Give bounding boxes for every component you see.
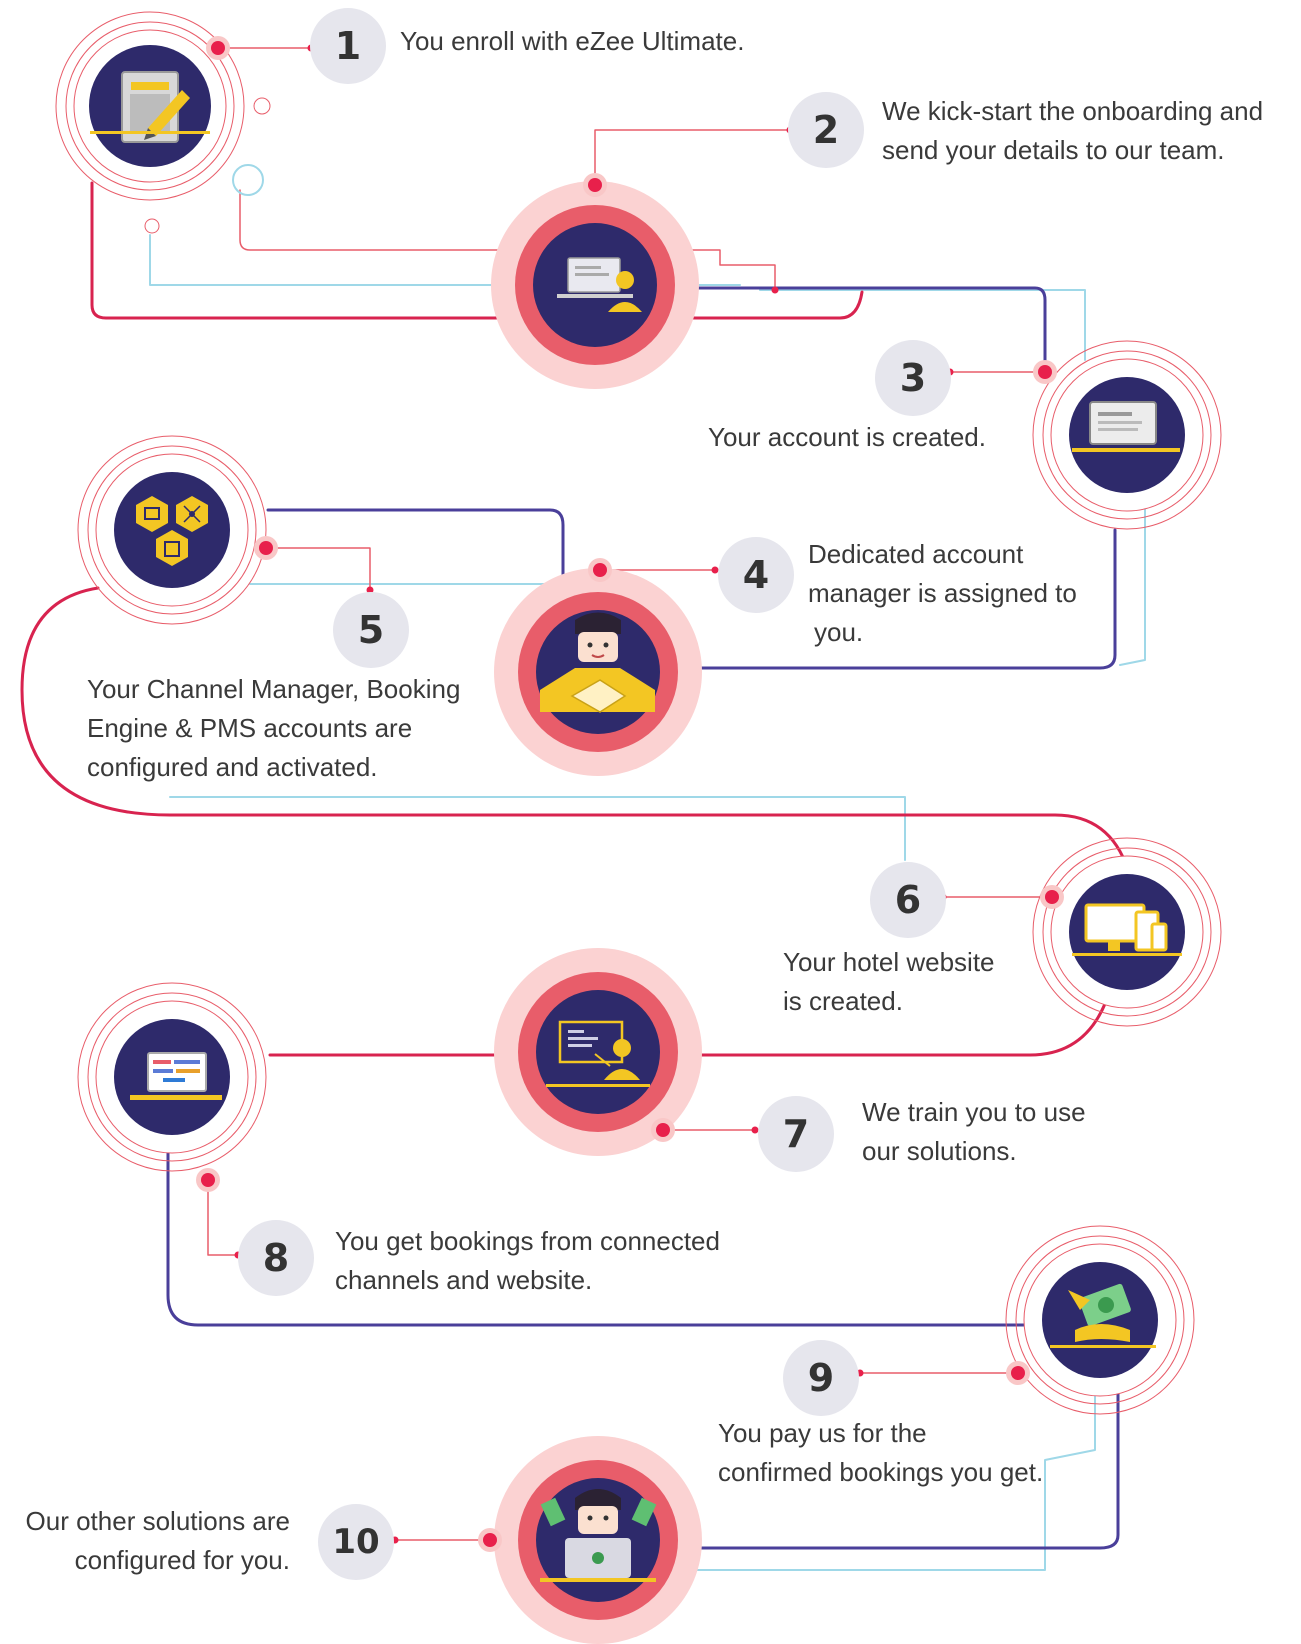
step-3-number: 3 (875, 340, 951, 416)
step-7-text: We train you to use our solutions. (862, 1097, 1086, 1166)
step-5-number: 5 (333, 592, 409, 668)
connector-coral-thin (207, 1179, 239, 1256)
connector-dot (1040, 885, 1064, 909)
connector-light-blue (759, 289, 1086, 361)
connector-dot (583, 173, 607, 197)
connector-purple (668, 1383, 1120, 1550)
connector-coral-thin (239, 189, 776, 291)
handshake-icon (540, 612, 655, 713)
connector-purple (166, 1118, 1042, 1327)
connector-dot (196, 1168, 220, 1192)
step-3-text: Your account is created. (708, 422, 986, 452)
step-10-text: Our other solutions are configured for y… (25, 1506, 290, 1575)
connector-dot (366, 586, 374, 594)
step-8-number: 8 (238, 1220, 314, 1296)
laptop-user-icon (557, 257, 642, 312)
hexagon-modules-icon (136, 496, 208, 566)
connector-dot (206, 36, 230, 60)
step-5-text: Your Channel Manager, Booking Engine & P… (87, 674, 461, 782)
connector-purple (673, 286, 1047, 367)
connector-dot (1033, 360, 1057, 384)
connector-light-blue (639, 1384, 1096, 1571)
connector-dot (588, 558, 612, 582)
step-1-text: You enroll with eZee Ultimate. (400, 26, 745, 56)
connector-dot (254, 536, 278, 560)
connector-dot (711, 566, 719, 574)
connector-crimson (90, 181, 864, 320)
connector-crimson (20, 586, 1130, 872)
step-6-text: Your hotel website is created. (783, 947, 995, 1016)
step-6-number: 6 (870, 862, 946, 938)
person-laptop-money-icon (540, 1489, 657, 1582)
step-9-number: 9 (783, 1340, 859, 1416)
connector-dot (771, 286, 779, 294)
connector-dot (651, 1118, 675, 1142)
tablet-pen-icon (90, 71, 210, 143)
connector-dot (1006, 1361, 1030, 1385)
step-4-number: 4 (718, 537, 794, 613)
presentation-trainer-icon (546, 1020, 650, 1087)
step-9-text: You pay us for the confirmed bookings yo… (718, 1418, 1044, 1487)
step-8-text: You get bookings from connected channels… (335, 1226, 720, 1295)
step-2-number: 2 (788, 92, 864, 168)
booking-laptop-icon (130, 1052, 222, 1100)
connector-light-blue (1119, 504, 1146, 666)
connector-coral-thin (265, 547, 371, 591)
step-2-text: We kick-start the onboarding and send yo… (882, 96, 1264, 165)
connector-coral-thin (594, 129, 791, 186)
step-1-number: 1 (310, 8, 386, 84)
step-10-number: 10 (318, 1504, 394, 1580)
money-hand-icon (1050, 1283, 1156, 1348)
connector-dot (751, 1126, 759, 1134)
connector-purple (668, 528, 1117, 670)
connector-light-blue (169, 796, 906, 861)
step-4-text: Dedicated account manager is assigned to… (808, 539, 1077, 647)
laptop-icon (1072, 401, 1180, 452)
connector-dot (478, 1528, 502, 1552)
multi-device-icon (1072, 903, 1182, 956)
connector-purple (266, 508, 565, 607)
step-7-number: 7 (758, 1096, 834, 1172)
